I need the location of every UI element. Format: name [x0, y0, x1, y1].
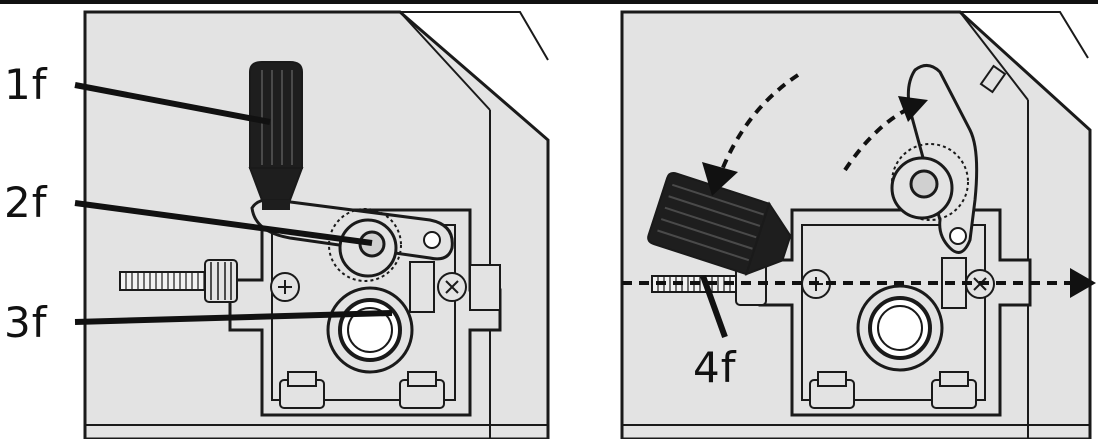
tension-knob [248, 61, 304, 210]
bottom-screw-right [399, 371, 445, 409]
callout-label-4f: 4f [693, 343, 737, 392]
callout-label-3f: 3f [4, 298, 48, 347]
wire-feeder-illustration-right [620, 10, 1096, 439]
drive-roller-lower [326, 286, 414, 374]
bottom-screw-left [809, 371, 855, 409]
drive-roller-lower [856, 284, 944, 372]
pressure-roller-upper [328, 208, 402, 282]
screw-left [270, 272, 300, 302]
callout-label-1f: 1f [4, 60, 48, 109]
leader-line-1f [74, 82, 271, 125]
leader-line-2f [74, 200, 373, 246]
screw-right [437, 272, 467, 302]
rotate-up-arrowhead [898, 96, 928, 122]
leader-line-3f [74, 310, 393, 325]
wire-guide-threaded-rod [119, 259, 238, 303]
top-border-line [0, 0, 1098, 4]
bottom-screw-left [279, 371, 325, 409]
diagram-panel-right: 4f [560, 0, 1098, 439]
callout-label-2f: 2f [4, 178, 48, 227]
tension-knob-tilted [647, 172, 792, 276]
leader-line-4f [700, 274, 728, 339]
rotate-down-arrowhead [702, 162, 738, 196]
diagram-panel-left: 1f 2f 3f [4, 10, 550, 439]
wire-feed-arrowhead [1070, 268, 1096, 298]
wire-feeder-illustration-left [74, 10, 550, 439]
rotate-down-arrow-path [718, 73, 800, 176]
pressure-roller-upper [890, 143, 969, 221]
bottom-screw-right [931, 371, 977, 409]
rotate-up-arrow-path [843, 106, 911, 172]
